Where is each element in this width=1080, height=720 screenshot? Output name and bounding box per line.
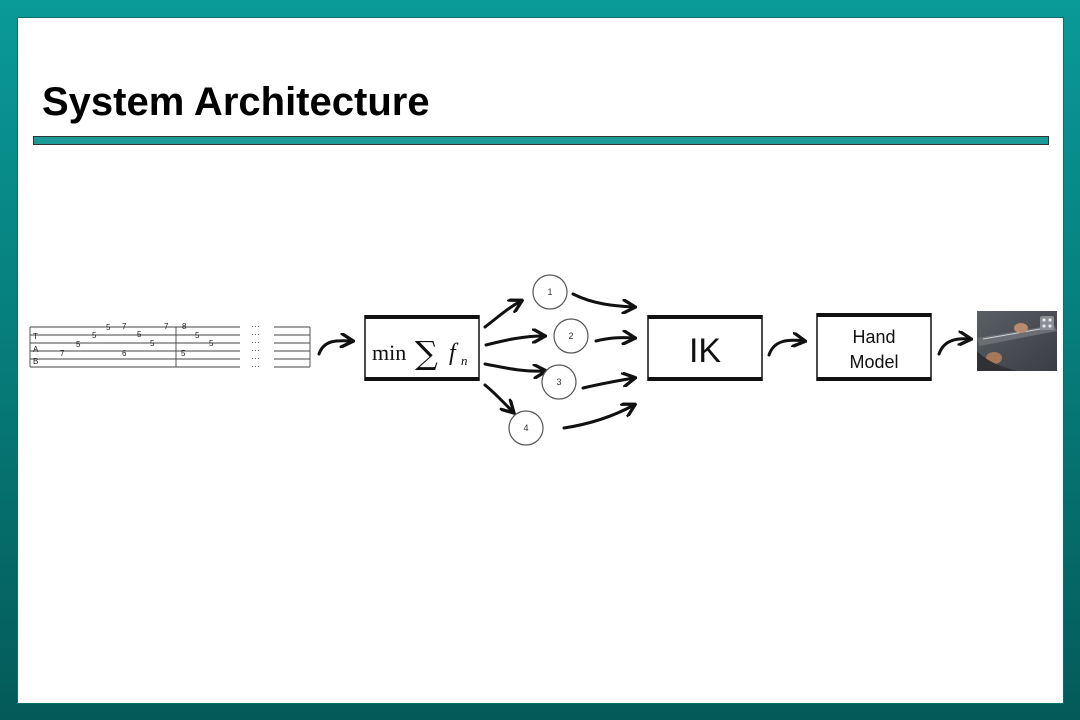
tab-ellipsis: … … … … … … [251,319,260,369]
slide: System Architecture [17,17,1064,704]
hand-model-box: Hand Model [816,313,932,381]
tab-fret-number: 5 [209,339,214,348]
objective-n-subscript: n [461,353,468,368]
flow-arrow [317,341,352,356]
tab-fret-number: 5 [195,331,200,340]
guitar-render-image [977,311,1057,371]
svg-text:…: … [251,351,260,361]
tab-fret-number: 5 [76,340,81,349]
svg-text:…: … [251,343,260,353]
ik-label: IK [689,332,721,370]
svg-text:…: … [251,319,260,329]
tab-letter-b: B [33,357,38,366]
hand-model-label-line2: Model [849,352,898,372]
tab-fret-number: 5 [181,349,186,358]
converge-arrows [562,292,634,430]
tab-fret-number: 7 [164,322,169,331]
svg-text:…: … [251,359,260,369]
candidate-nodes: 1 2 3 4 [508,274,589,446]
architecture-diagram: T A B 5 7 7 8 5 5 5 5 5 5 7 6 5 … … … [29,274,1057,446]
candidate-label: 3 [556,377,561,387]
tab-letter-t: T [33,332,38,341]
tab-fret-number: 7 [122,322,127,331]
svg-text:…: … [251,335,260,345]
guitar-tablature: T A B 5 7 7 8 5 5 5 5 5 5 7 6 5 … … … [29,319,311,369]
ik-box: IK [647,315,763,381]
tab-letter-a: A [33,345,39,354]
candidate-circle [508,410,544,446]
tab-fret-number: 5 [150,339,155,348]
objective-min-label: min [372,340,406,365]
title-rule [33,136,1049,145]
tab-fret-number: 5 [106,323,111,332]
svg-text:…: … [251,327,260,337]
tab-fret-number: 6 [122,349,127,358]
candidate-circle [541,364,577,400]
slide-title: System Architecture [42,80,430,124]
fanout-arrows [483,301,545,412]
objective-sum-symbol: ∑ [415,334,438,372]
tab-fret-number: 5 [92,331,97,340]
candidate-circle [532,274,568,310]
candidate-label: 4 [523,423,528,433]
hand-model-label-line1: Hand [852,327,895,347]
tab-fret-number: 5 [137,330,142,339]
flow-arrow [767,340,804,357]
candidate-circle [553,318,589,354]
candidate-label: 2 [568,331,573,341]
flow-arrow [937,339,970,356]
candidate-label: 1 [547,287,552,297]
objective-f-label: f [449,340,459,366]
tab-fret-number: 7 [60,349,65,358]
objective-box: min ∑ f n [364,315,480,381]
tab-fret-number: 8 [182,322,187,331]
